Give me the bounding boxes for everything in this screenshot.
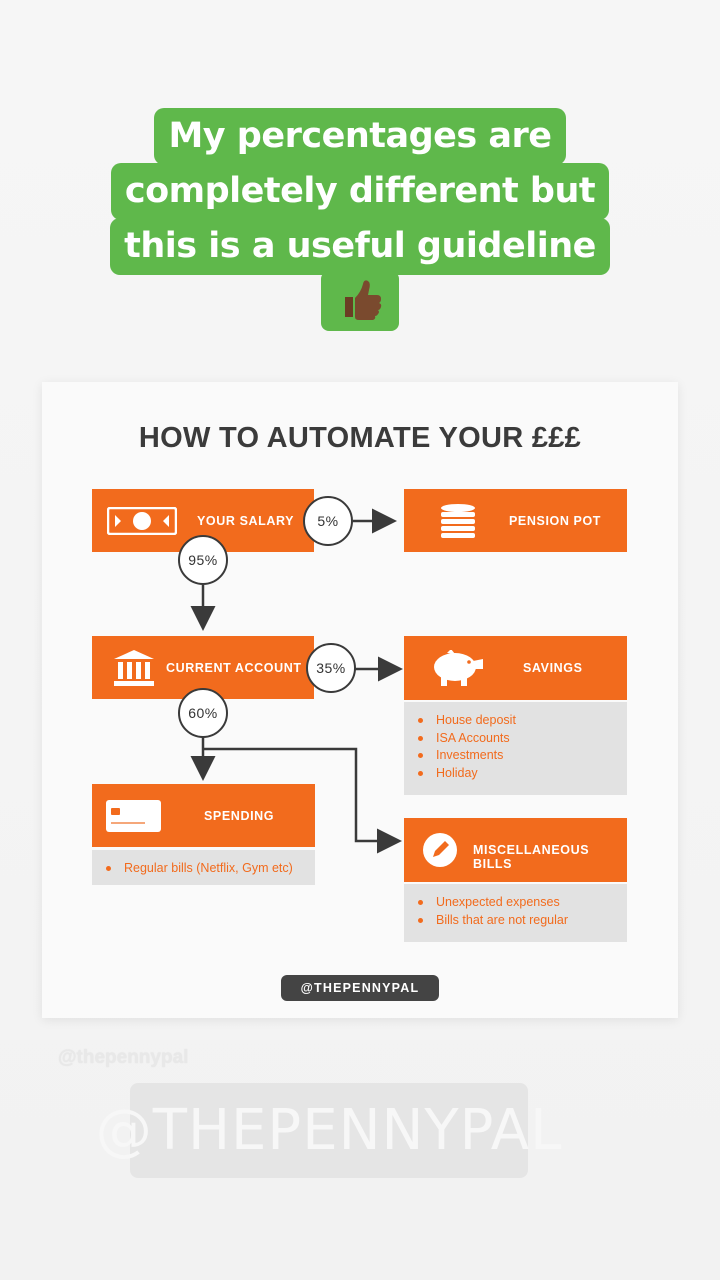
coins-icon <box>439 503 477 542</box>
caption-sticker: My percentages are completely different … <box>0 108 720 336</box>
misc-list-box: Unexpected expenses Bills that are not r… <box>404 884 627 942</box>
savings-label: SAVINGS <box>523 661 583 675</box>
watermark-big: @THEPENNYPAL <box>96 1083 561 1178</box>
bank-icon <box>114 650 154 689</box>
pencil-icon <box>422 832 458 871</box>
watermark-big-text: @THEPENNYPAL <box>95 1098 563 1163</box>
list-item: Regular bills (Netflix, Gym etc) <box>106 860 315 878</box>
spending-label: SPENDING <box>204 809 275 823</box>
handle-tag: @THEPENNYPAL <box>281 975 439 1001</box>
watermark-small: @thepennypal <box>58 1047 189 1068</box>
flow-arrows <box>190 508 403 854</box>
misc-bills-label: MISCELLANEOUS BILLS <box>473 843 590 871</box>
list-item: Holiday <box>418 765 627 783</box>
infographic-card: HOW TO AUTOMATE YOUR £££ YOUR SALARY 5% <box>42 382 678 1018</box>
percent-pension: 5% <box>303 496 353 546</box>
spending-box: SPENDING <box>92 784 315 847</box>
savings-box: SAVINGS <box>404 636 627 700</box>
infographic-title: HOW TO AUTOMATE YOUR £££ <box>138 422 582 454</box>
pension-box: PENSION POT <box>404 489 627 552</box>
list-item: Bills that are not regular <box>418 912 627 930</box>
savings-list-box: House deposit ISA Accounts Investments H… <box>404 702 627 795</box>
list-item: House deposit <box>418 712 627 730</box>
misc-bills-box: MISCELLANEOUS BILLS <box>404 818 627 882</box>
thumbs-up-icon <box>321 271 399 331</box>
percent-spending: 60% <box>178 688 228 738</box>
pension-label: PENSION POT <box>509 514 602 528</box>
caption-line-3: this is a useful guideline <box>110 218 610 275</box>
percent-current-account: 95% <box>178 535 228 585</box>
caption-line-2: completely different but <box>110 163 610 220</box>
spending-list-box: Regular bills (Netflix, Gym etc) <box>92 850 315 885</box>
list-item: Investments <box>418 747 627 765</box>
list-item: Unexpected expenses <box>418 894 627 912</box>
caption-line-1: My percentages are <box>154 108 566 165</box>
current-account-label: CURRENT ACCOUNT <box>166 661 302 675</box>
piggy-bank-icon <box>429 649 483 689</box>
list-item: ISA Accounts <box>418 730 627 748</box>
cash-icon <box>106 506 178 538</box>
card-icon <box>106 800 161 835</box>
percent-savings: 35% <box>306 643 356 693</box>
salary-label: YOUR SALARY <box>197 514 295 528</box>
